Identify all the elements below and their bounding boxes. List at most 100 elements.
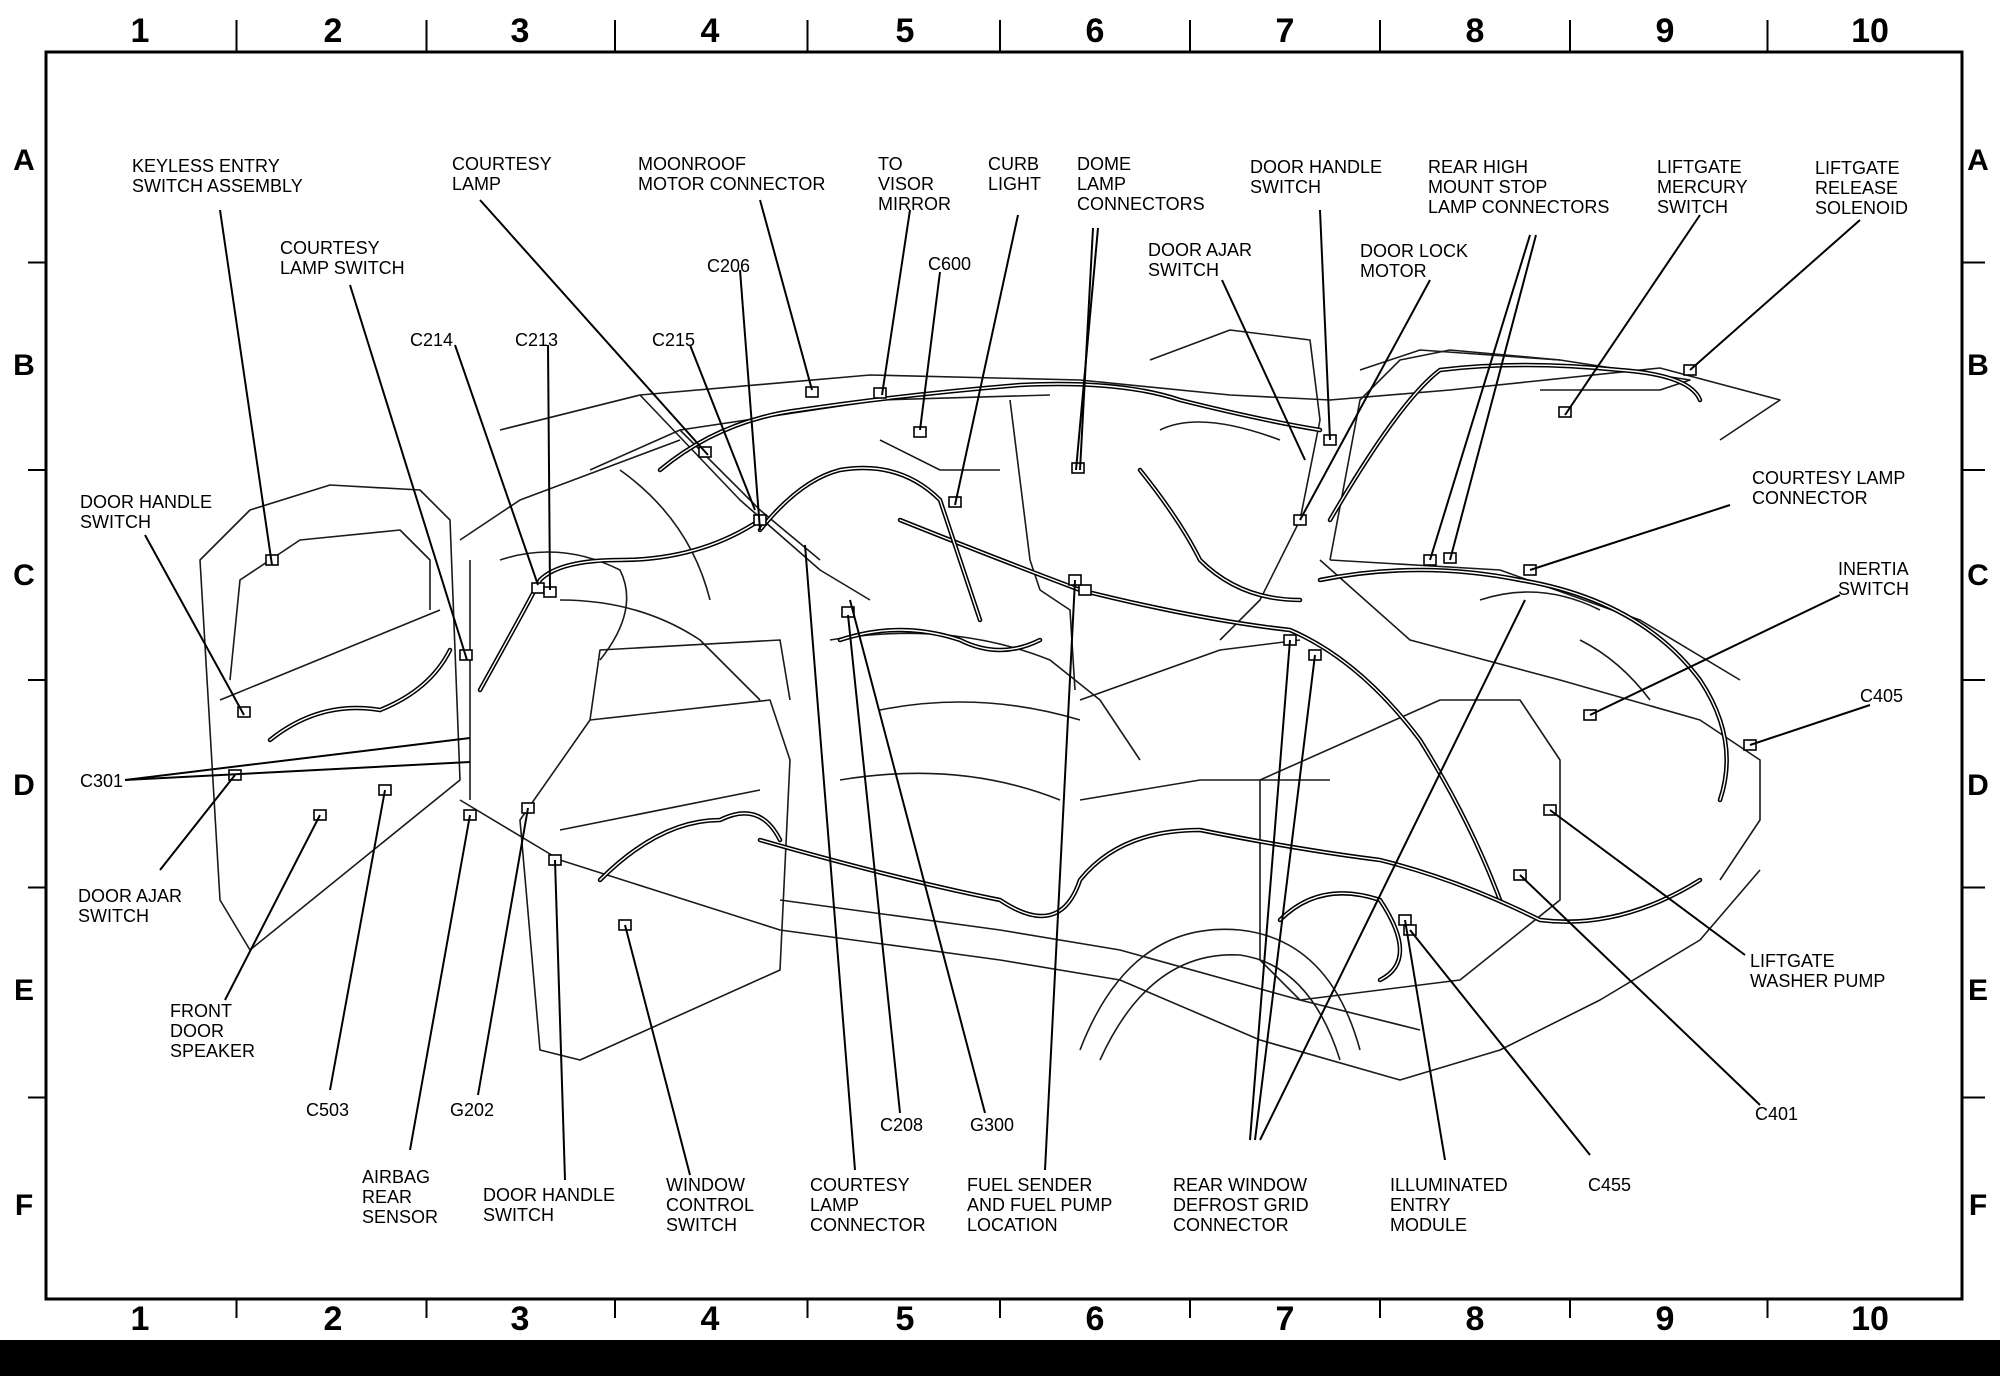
callout-line: AIRBAG — [362, 1167, 430, 1187]
callout-line: SPEAKER — [170, 1041, 255, 1061]
grid-column-label: 3 — [511, 1300, 530, 1338]
callout-line: SWITCH — [1838, 579, 1909, 599]
callout-line: CURB — [988, 154, 1039, 174]
callout-line: LIFTGATE — [1657, 157, 1742, 177]
callout-line: DEFROST GRID — [1173, 1195, 1309, 1215]
callout-line: LIFTGATE — [1750, 951, 1835, 971]
callout-line: FRONT — [170, 1001, 232, 1021]
callout-line: C206 — [707, 256, 750, 276]
callout-line: LIFTGATE — [1815, 158, 1900, 178]
callout-line: SWITCH ASSEMBLY — [132, 176, 303, 196]
grid-column-label: 4 — [701, 1300, 720, 1338]
connector-marker — [1071, 462, 1085, 474]
callout-c214: C214 — [410, 330, 453, 350]
callout-line: DOOR AJAR — [78, 886, 182, 906]
grid-row-label: F — [1969, 1189, 1987, 1222]
callout-line: ENTRY — [1390, 1195, 1451, 1215]
frame — [28, 20, 1985, 1318]
callout-line: LOCATION — [967, 1215, 1058, 1235]
callout-g202: G202 — [450, 1100, 494, 1120]
callout-line: C215 — [652, 330, 695, 350]
callout-line: C214 — [410, 330, 453, 350]
callout-line: G202 — [450, 1100, 494, 1120]
connector-marker — [237, 706, 251, 718]
callout-line: MOUNT STOP — [1428, 177, 1547, 197]
leader-lines — [124, 199, 1871, 1181]
callout-line: DOOR HANDLE — [80, 492, 212, 512]
callout-c503: C503 — [306, 1100, 349, 1120]
callout-line: C455 — [1588, 1175, 1631, 1195]
callout-line: MOTOR — [1360, 261, 1427, 281]
callout-line: CONNECTOR — [1173, 1215, 1289, 1235]
callout-line: KEYLESS ENTRY — [132, 156, 280, 176]
callout-line: LAMP — [1077, 174, 1126, 194]
callout-line: MODULE — [1390, 1215, 1467, 1235]
callout-line: CONNECTOR — [810, 1215, 926, 1235]
callout-line: AND FUEL PUMP — [967, 1195, 1112, 1215]
callout-line: INERTIA — [1838, 559, 1909, 579]
callout-line: DOOR AJAR — [1148, 240, 1252, 260]
callout-line: MIRROR — [878, 194, 951, 214]
callout-line: SWITCH — [80, 512, 151, 532]
callout-line: C600 — [928, 254, 971, 274]
grid-row-label: F — [15, 1189, 33, 1222]
callout-c208: C208 — [880, 1115, 923, 1135]
callout-line: RELEASE — [1815, 178, 1898, 198]
callout-line: MERCURY — [1657, 177, 1748, 197]
callout-line: SWITCH — [666, 1215, 737, 1235]
callout-line: G300 — [970, 1115, 1014, 1135]
grid-column-label: 9 — [1656, 1300, 1675, 1338]
callout-line: LAMP CONNECTORS — [1428, 197, 1609, 217]
callout-line: LAMP SWITCH — [280, 258, 405, 278]
callout-line: SOLENOID — [1815, 198, 1908, 218]
grid-column-label: 2 — [324, 12, 343, 50]
callout-line: C405 — [1860, 686, 1903, 706]
grid-row-label: E — [1968, 974, 1988, 1007]
callout-line: LIGHT — [988, 174, 1041, 194]
callout-g300: G300 — [970, 1115, 1014, 1135]
callout-line: SWITCH — [1250, 177, 1321, 197]
connector-marker — [1558, 406, 1572, 418]
callout-c215: C215 — [652, 330, 695, 350]
callout-line: REAR — [362, 1187, 412, 1207]
callout-line: ILLUMINATED — [1390, 1175, 1508, 1195]
grid-column-label: 6 — [1086, 12, 1105, 50]
callout-line: MOONROOF — [638, 154, 746, 174]
grid-column-label: 7 — [1276, 12, 1295, 50]
callout-c600: C600 — [928, 254, 971, 274]
callout-c206: C206 — [707, 256, 750, 276]
callout-line: WINDOW — [666, 1175, 745, 1195]
bottom-bar — [0, 1340, 2000, 1376]
grid-column-label: 10 — [1851, 12, 1889, 50]
callout-line: C401 — [1755, 1104, 1798, 1124]
callout-line: SWITCH — [1148, 260, 1219, 280]
callout-c401: C401 — [1755, 1104, 1798, 1124]
callout-line: C213 — [515, 330, 558, 350]
callout-c301: C301 — [80, 771, 123, 791]
grid-row-label: B — [1967, 349, 1989, 382]
connector-marker — [1078, 584, 1092, 596]
grid-row-label: A — [13, 144, 35, 177]
grid-column-label: 7 — [1276, 1300, 1295, 1338]
